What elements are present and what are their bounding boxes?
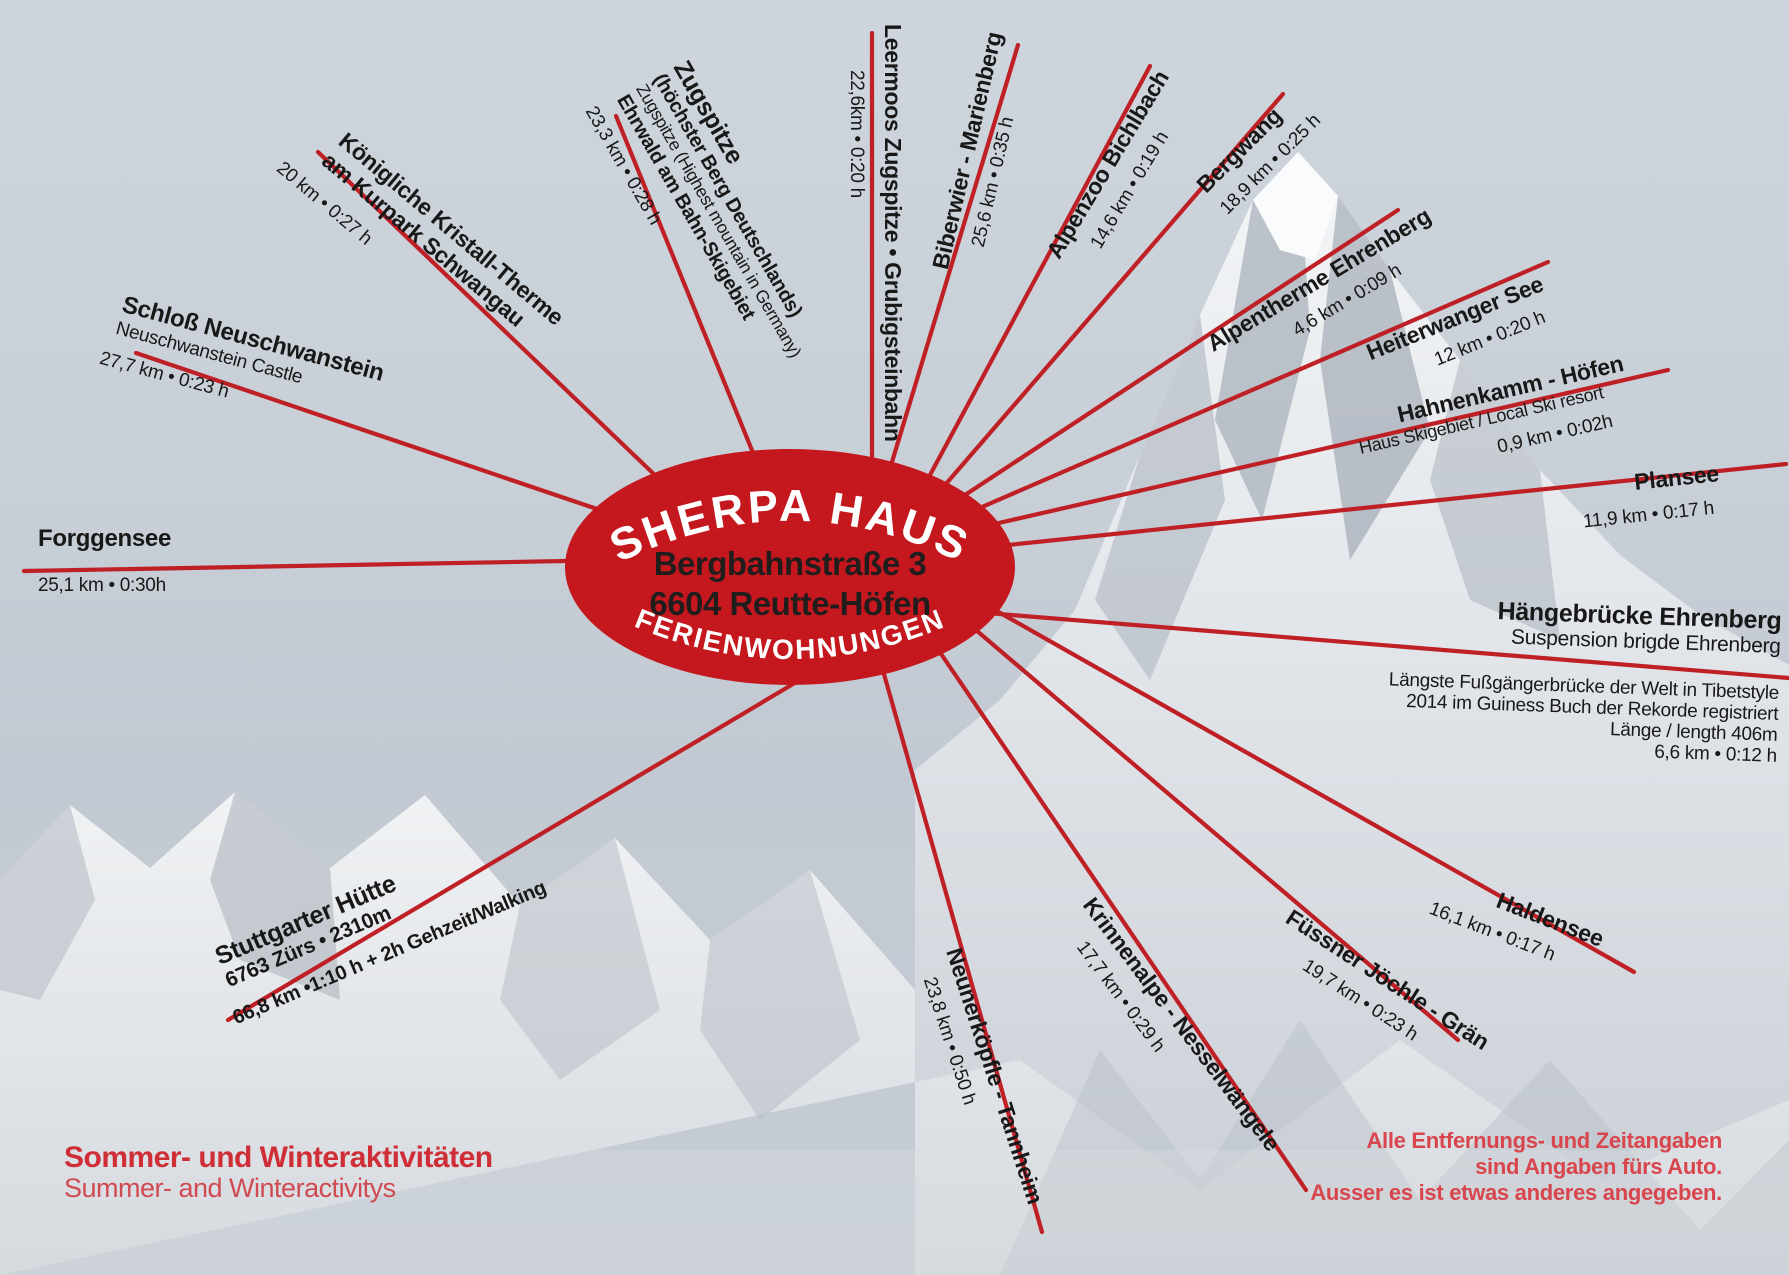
route-line [225,665,823,1023]
route-line [932,642,1309,1193]
center-badge: SHERPA HAUS FERIENWOHNUNGEN Bergbahnstra… [565,449,1015,685]
route-line [613,113,763,473]
destination-name: Leermoos Zugspitze • Grubigsteinbahn [880,24,906,442]
route-line [889,42,1021,465]
route-line [987,367,1671,528]
route-line [967,622,1461,1043]
route-line [972,259,1551,513]
destination-distance: 22,6km • 0:20 h [846,70,868,198]
route-line [942,91,1286,488]
route-line [21,557,623,574]
route-line [992,607,1637,975]
destination-plansee: Plansee 11,9 km • 0:17 h [1582,460,1723,532]
activities-note-en: Summer- and Winteractivitys [64,1173,396,1204]
route-line [962,207,1401,498]
route-line [927,63,1153,478]
destination-forggensee: Forggensee 25,1 km • 0:30h [38,525,172,596]
badge-address-city: 6604 Reutte-Höfen [649,585,931,622]
activities-note-de: Sommer- und Winteraktivitäten [64,1141,493,1174]
route-line [877,657,1045,1235]
disclaimer-line3: Ausser es ist etwas anderes angegeben. [1310,1179,1722,1205]
destination-name: Forggensee [38,525,172,552]
route-line [947,607,1789,681]
disclaimer-line2: sind Angaben fürs Auto. [1475,1153,1722,1179]
destination-leermoos-grubigsteinbahn: Leermoos Zugspitze • Grubigsteinbahn 22,… [846,24,906,442]
destination-haengebruecke-ehrenberg: Hängebrücke Ehrenberg Suspension brigde … [1285,590,1782,768]
route-line [133,350,603,513]
badge-address-street: Bergbahnstraße 3 [653,545,927,582]
activities-note: Sommer- und Winteraktivitäten Summer- an… [64,1141,493,1204]
route-line [315,149,663,483]
distance-disclaimer: Alle Entfernungs- und Zeitangaben sind A… [1210,1128,1722,1206]
badge-arched-text: SHERPA HAUS FERIENWOHNUNGEN [602,480,975,665]
destination-distance: 25,1 km • 0:30h [38,574,166,596]
route-line [1005,461,1789,548]
disclaimer-line1: Alle Entfernungs- und Zeitangaben [1366,1128,1722,1153]
